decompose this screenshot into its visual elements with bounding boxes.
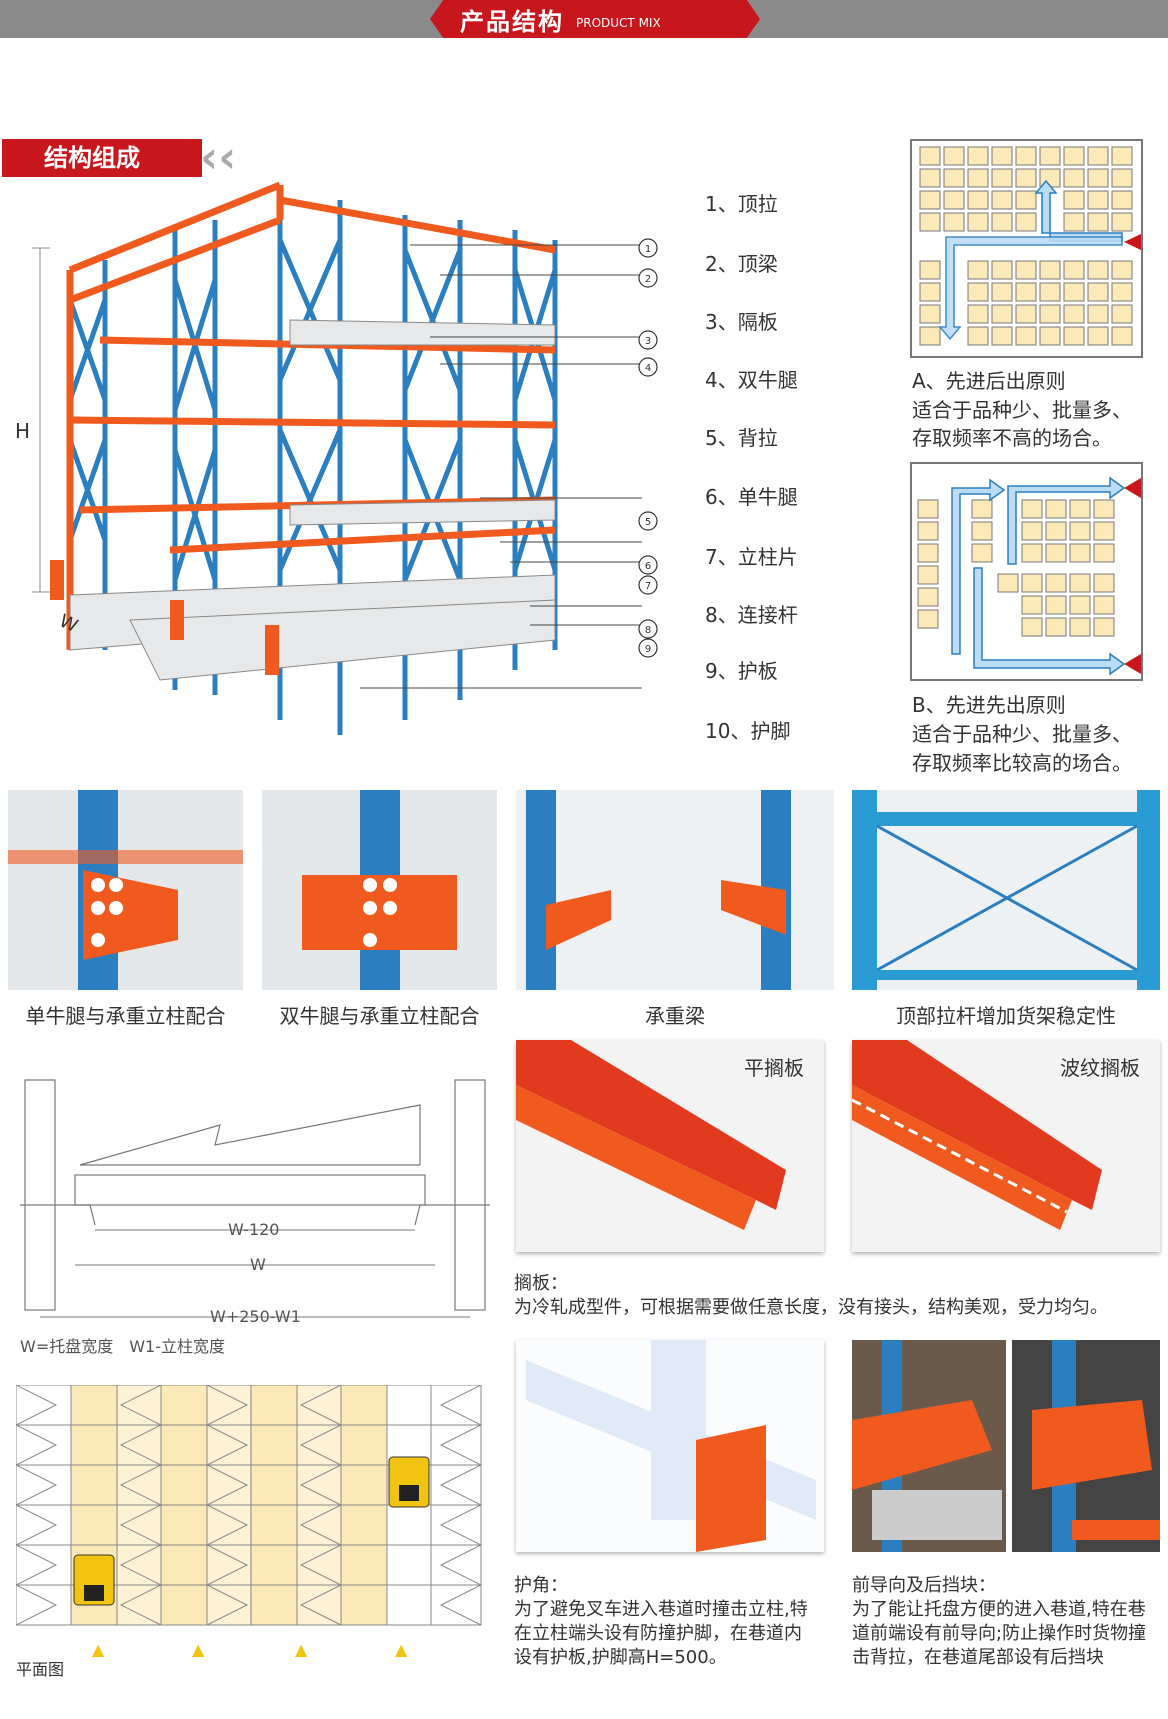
callout-markers: 1 2 3 4 5 6 7 8 9 10	[636, 236, 660, 721]
legend-item: 2、顶梁	[705, 252, 778, 276]
photo-load-beam	[516, 790, 834, 990]
legend-item: 5、背拉	[705, 426, 778, 450]
marker-2: 2	[645, 274, 651, 285]
dimension-drawing: W-120 W W+250-W1 W=托盘宽度 W1-立柱宽度	[20, 1079, 490, 1356]
photo-rear-stop	[1012, 1340, 1160, 1552]
marker-5: 5	[645, 517, 651, 528]
entry-arrow-icon: ▲	[295, 1640, 308, 1659]
header-subtitle: PRODUCT MIX	[576, 16, 661, 30]
guide-title: 前导向及后挡块：	[852, 1575, 996, 1596]
flat-shelf-panel: 平搁板	[516, 1040, 824, 1252]
caption-load-beam: 承重梁	[645, 1004, 705, 1028]
shelf-note-text: 为冷轧成型件，可根据需要做任意长度，没有接头，结构美观，受力均匀。	[514, 1297, 1108, 1318]
forklift-icon	[73, 1554, 115, 1606]
principle-a-diagram	[910, 139, 1143, 358]
corner-guard-panel	[516, 1340, 824, 1552]
photo-top-tie	[852, 790, 1160, 990]
caption-top-tie: 顶部拉杆增加货架稳定性	[896, 1004, 1116, 1028]
marker-4: 4	[645, 363, 651, 374]
corner-line1: 为了避免叉车进入巷道时撞击立柱,特	[514, 1599, 808, 1620]
legend-item: 10、护脚	[705, 719, 791, 743]
corner-line2: 在立柱端头设有防撞护脚，在巷道内	[514, 1623, 802, 1644]
legend-item: 3、隔板	[705, 310, 778, 334]
forklift-icon	[388, 1456, 430, 1508]
legend-item: 8、连接杆	[705, 603, 798, 627]
section-title-text: 结构组成	[44, 144, 140, 172]
legend-item: 6、单牛腿	[705, 485, 798, 509]
marker-9: 9	[645, 644, 651, 655]
wave-shelf-label: 波纹搁板	[1060, 1056, 1140, 1080]
entry-arrow-icon: ▲	[395, 1640, 408, 1659]
marker-8: 8	[645, 625, 651, 636]
caption-double-bracket: 双牛腿与承重立柱配合	[279, 1004, 480, 1028]
principle-b-desc2: 存取频率比较高的场合。	[912, 751, 1132, 775]
entry-arrow-icon: ▲	[192, 1640, 205, 1659]
dim-w250: W+250-W1	[210, 1307, 301, 1326]
guide-line2: 道前端设有前导向;防止操作时货物撞	[852, 1623, 1147, 1644]
double-chevron-icon: ‹‹	[200, 132, 237, 183]
header-badge	[430, 0, 760, 38]
marker-1: 1	[645, 244, 651, 255]
principle-a-title: A、先进后出原则	[912, 369, 1066, 393]
photo-front-guide	[852, 1340, 1006, 1552]
marker-7: 7	[645, 581, 651, 592]
guide-line1: 为了能让托盘方便的进入巷道,特在巷	[852, 1599, 1146, 1620]
caption-single-bracket: 单牛腿与承重立柱配合	[25, 1004, 226, 1028]
principle-b-diagram	[910, 462, 1143, 681]
section-title: 结构组成	[2, 139, 202, 177]
shelf-note-title: 搁板：	[514, 1273, 568, 1294]
principle-b-title: B、先进先出原则	[912, 693, 1066, 717]
principle-a-desc2: 存取频率不高的场合。	[912, 426, 1112, 450]
dim-legend: W=托盘宽度 W1-立柱宽度	[20, 1337, 225, 1356]
photo-double-bracket	[262, 790, 497, 990]
marker-3: 3	[645, 336, 651, 347]
principle-b-desc1: 适合于品种少、批量多、	[912, 722, 1132, 746]
plan-label: 平面图	[16, 1660, 65, 1679]
wave-shelf-panel: 波纹搁板	[852, 1040, 1160, 1252]
legend-item: 1、顶拉	[705, 192, 778, 216]
plan-view	[16, 1385, 483, 1626]
dim-w: W	[250, 1255, 266, 1274]
entry-arrow-icon: ▲	[92, 1640, 105, 1659]
dim-w120: W-120	[228, 1220, 279, 1239]
corner-title: 护角：	[514, 1575, 568, 1596]
flat-shelf-label: 平搁板	[744, 1056, 804, 1080]
legend-item: 4、双牛腿	[705, 368, 798, 392]
rack-illustration: H W	[15, 181, 642, 735]
photo-single-bracket	[8, 790, 243, 990]
marker-6: 6	[645, 561, 651, 572]
dim-h-label: H	[15, 419, 30, 443]
corner-line3: 设有护板,护脚高H=500。	[514, 1647, 727, 1668]
legend-item: 7、立柱片	[705, 545, 798, 569]
principle-a-desc1: 适合于品种少、批量多、	[912, 398, 1132, 422]
legend-item: 9、护板	[705, 659, 778, 683]
guide-line3: 击背拉，在巷道尾部设有后挡块	[852, 1647, 1104, 1668]
header-title: 产品结构	[460, 8, 564, 36]
